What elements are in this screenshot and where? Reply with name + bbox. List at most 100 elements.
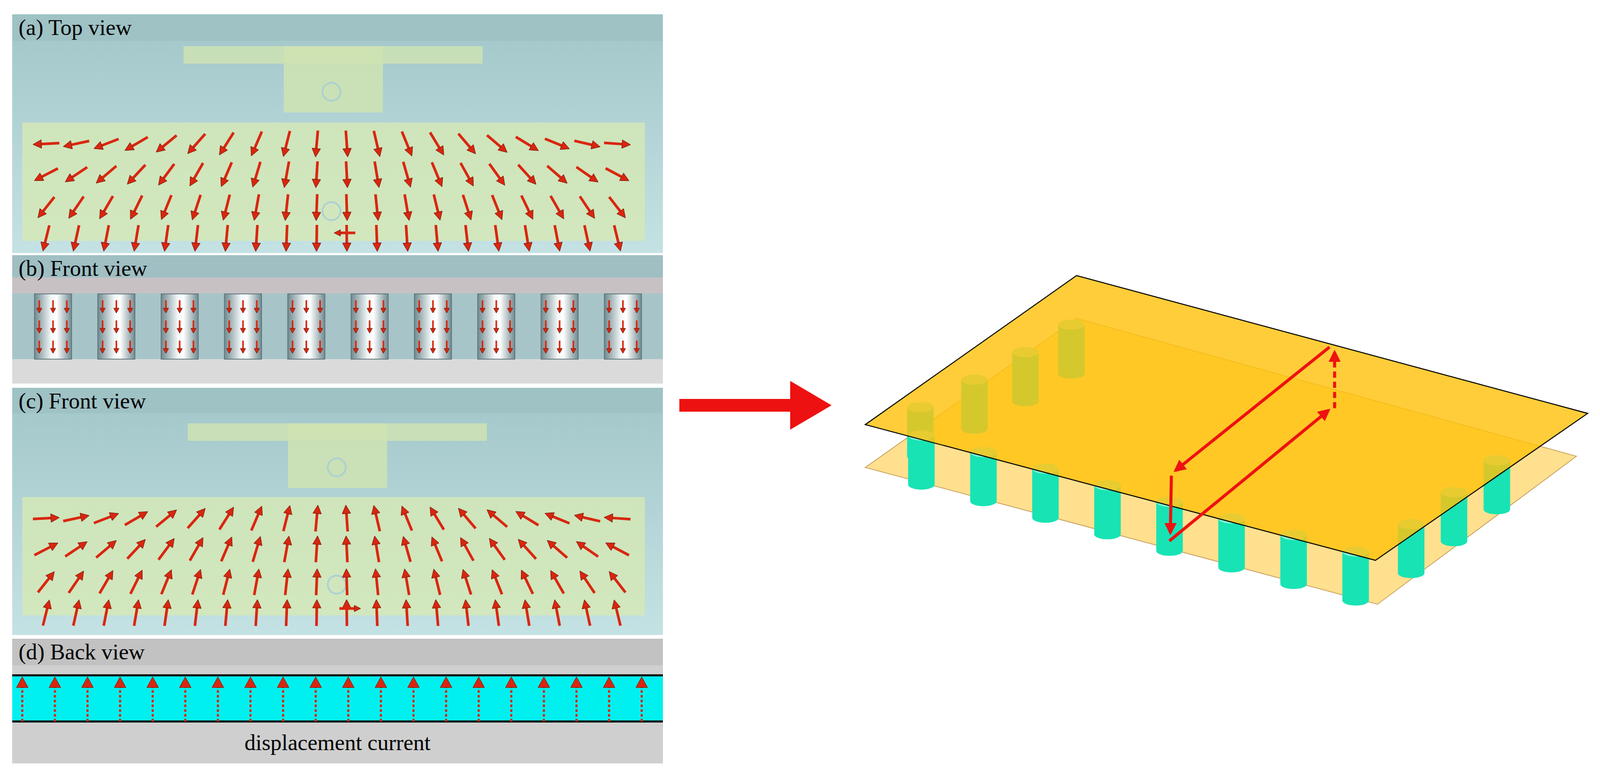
- view-panel: (c) Front view: [12, 387, 663, 635]
- arrow-head: [226, 348, 232, 354]
- arrow-head: [107, 540, 117, 549]
- arrow-shaft: [254, 131, 262, 148]
- arrow-head: [380, 328, 387, 334]
- arrow-head: [605, 542, 616, 551]
- arrow-shaft: [223, 132, 234, 148]
- arrow-head: [634, 308, 640, 313]
- arrow-shaft: [525, 224, 529, 243]
- arrow-shaft: [406, 607, 408, 626]
- arrow-head: [32, 139, 42, 148]
- arrow-head: [254, 328, 260, 334]
- arrow-shaft: [72, 167, 87, 178]
- arrow-head: [193, 599, 202, 609]
- arrow-head: [557, 174, 567, 184]
- panel-heading: (d) Back view: [18, 639, 145, 664]
- patch: [22, 496, 645, 616]
- arrow-shaft: [242, 300, 244, 309]
- arrow-head: [371, 535, 381, 545]
- arrow-head: [431, 536, 440, 547]
- arrow-shaft: [316, 544, 318, 563]
- arrow-head: [312, 178, 321, 188]
- arrow-head: [277, 676, 290, 688]
- arrow-shaft: [118, 687, 121, 722]
- arrow-shaft: [101, 340, 104, 349]
- arrow-head: [583, 241, 593, 251]
- arrow-head: [309, 676, 322, 688]
- arrow-shaft: [431, 162, 439, 179]
- arrow-shaft: [41, 168, 58, 178]
- arrow-shaft: [101, 300, 104, 309]
- arrow-shaft: [464, 544, 474, 561]
- arrow-head: [160, 210, 169, 220]
- view-panel: (a) Top view: [12, 14, 663, 253]
- edge-line: [12, 674, 663, 677]
- arrow-head: [372, 211, 382, 221]
- arrow-head: [163, 308, 169, 313]
- arrow-head: [342, 179, 352, 188]
- arrow-head: [443, 328, 450, 334]
- arrow-head: [527, 175, 537, 185]
- arrow-shaft: [401, 131, 409, 148]
- arrow-shaft: [613, 546, 629, 556]
- arrow-head: [430, 506, 439, 517]
- arrow-shaft: [255, 194, 259, 212]
- arrow-head: [492, 599, 501, 609]
- arrow-head: [416, 308, 422, 313]
- arrow-head: [609, 571, 618, 581]
- arrow-shaft: [481, 340, 484, 349]
- arrow-head: [463, 242, 472, 252]
- arrow-shaft: [151, 687, 154, 722]
- arrow-head: [73, 599, 82, 609]
- transition-arrow: [679, 380, 832, 430]
- panel-background: [12, 14, 663, 253]
- arrow-shaft: [45, 225, 50, 243]
- feed-patch: [283, 46, 383, 113]
- arrow-head: [251, 211, 260, 221]
- arrow-shaft: [477, 687, 480, 722]
- arrow-shaft: [71, 141, 90, 145]
- arrow-shaft: [446, 300, 448, 309]
- arrow-shaft: [316, 161, 318, 180]
- arrow-shaft: [369, 300, 371, 309]
- arrow-shaft: [251, 513, 259, 531]
- arrow-shaft: [582, 517, 601, 522]
- arrow-head: [372, 599, 381, 608]
- arrow-shaft: [228, 320, 231, 329]
- arrow-shaft: [547, 165, 562, 178]
- arrow-shaft: [376, 224, 378, 243]
- arrow-shaft: [495, 300, 497, 309]
- arrow-shaft: [129, 340, 131, 349]
- arrow-head: [493, 308, 500, 313]
- arrow-shaft: [558, 300, 561, 309]
- arrow-head: [432, 599, 441, 609]
- arrow-shaft: [382, 320, 385, 329]
- arrow-head: [101, 241, 110, 251]
- arrow-head: [240, 328, 246, 334]
- pin-cylinder: [224, 293, 262, 360]
- arrow-shaft: [558, 340, 561, 349]
- arrow-shaft: [178, 320, 181, 329]
- arrow-head: [131, 242, 141, 252]
- arrow-head: [283, 505, 293, 515]
- arrow-head: [334, 229, 341, 236]
- arrow-shaft: [315, 607, 318, 626]
- arrow-shaft: [583, 546, 599, 557]
- arrow-shaft: [37, 578, 49, 593]
- arrow-head: [373, 178, 382, 188]
- arrow-head: [486, 509, 496, 519]
- arrow-head: [312, 504, 322, 514]
- arrow-shaft: [404, 194, 408, 213]
- arrow-shaft: [340, 231, 356, 235]
- top-plate: [865, 275, 1588, 561]
- arrow-head: [163, 348, 169, 354]
- arrow-shaft: [52, 300, 55, 309]
- arrow-shaft: [436, 607, 439, 626]
- arrow-head: [113, 308, 119, 313]
- arrow-head: [226, 328, 232, 334]
- arrow-head: [64, 348, 70, 354]
- arrow-head: [403, 242, 412, 251]
- arrow-shaft: [228, 300, 231, 309]
- arrow-head: [620, 328, 626, 334]
- arrow-head: [494, 210, 503, 220]
- arrow-head: [606, 328, 612, 334]
